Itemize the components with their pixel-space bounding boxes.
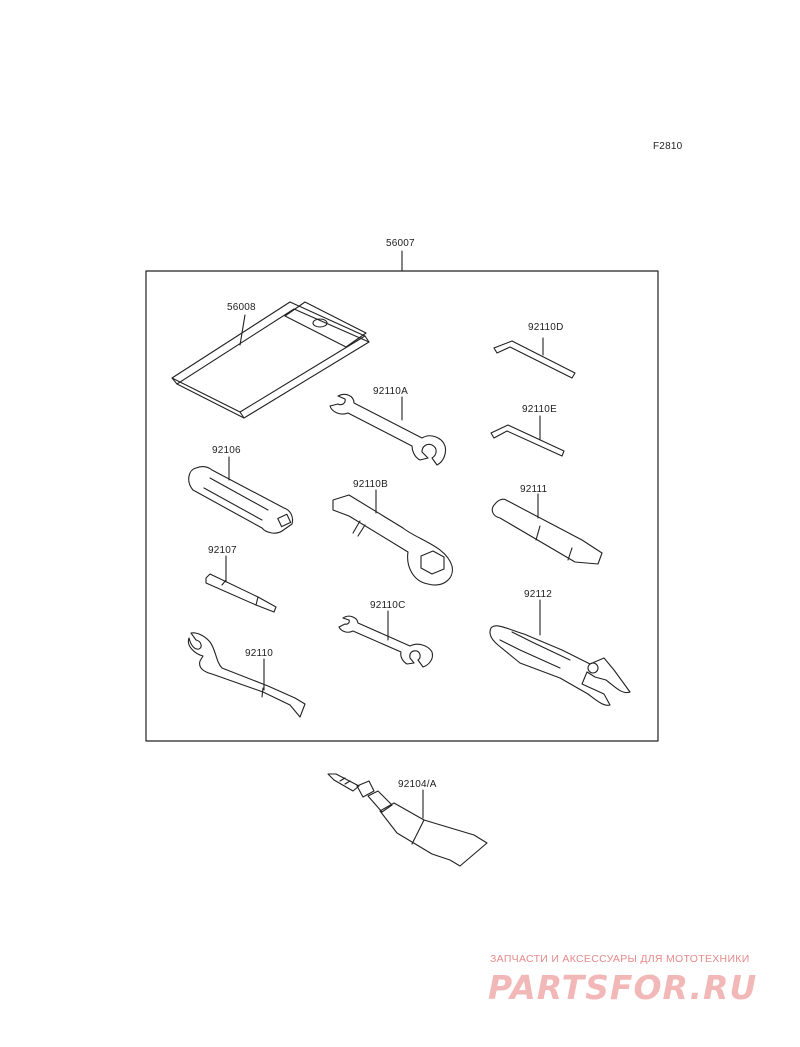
screwdriver-bit-drawing (205, 555, 277, 613)
watermark-subtitle: ЗАПЧАСТИ И АКСЕССУАРЫ ДЛЯ МОТОТЕХНИКИ (490, 953, 750, 965)
grease-tube-drawing (327, 773, 488, 867)
part-label-pliers: 92112 (524, 589, 553, 600)
hex-key-d-drawing (493, 337, 576, 379)
wrench-a-drawing (329, 393, 447, 466)
part-label-screwdriver-bit: 92107 (208, 545, 237, 556)
part-label-screwdriver-handle: 92106 (212, 445, 241, 456)
part-label-grease-tube: 92104/A (398, 779, 437, 790)
part-label-wrench-c: 92110C (370, 600, 406, 611)
wrench-c-drawing (338, 610, 433, 668)
figure-code: F2810 (653, 141, 683, 152)
watermark-logo: PARTSFOR.RU (488, 968, 758, 1007)
part-label-wrench-a: 92110A (373, 386, 408, 397)
part-label-hex-key-e: 92110E (522, 404, 557, 415)
hex-key-e-drawing (490, 415, 565, 457)
ring-wrench-b-drawing (332, 489, 453, 586)
part-label-extension-bar: 92111 (520, 484, 548, 495)
part-label-hex-key-d: 92110D (528, 322, 564, 333)
part-label-pouch: 56008 (227, 302, 256, 313)
pouch-drawing (171, 301, 370, 419)
part-label-hook-spanner: 92110 (245, 648, 274, 659)
kit-label: 56007 (386, 238, 415, 249)
extension-bar-drawing (491, 493, 603, 565)
screwdriver-handle-drawing (188, 456, 294, 534)
part-label-ring-wrench-b: 92110B (353, 479, 388, 490)
pliers-drawing (489, 599, 631, 706)
hook-spanner-drawing (187, 632, 306, 718)
